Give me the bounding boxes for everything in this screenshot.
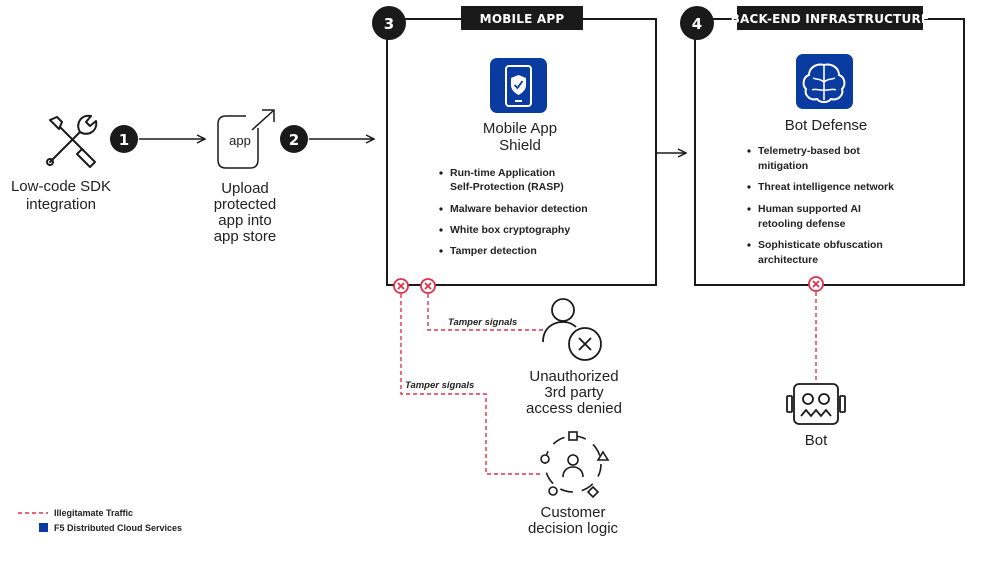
tamper-path-unauthorized <box>427 294 545 331</box>
upload-label-line3: app into <box>218 212 271 229</box>
user-denied-icon <box>542 298 602 361</box>
upload-label-line1: Upload <box>221 180 269 197</box>
backend-bullet-list: Telemetry-based bot mitigation Threat in… <box>747 145 894 266</box>
backend-header: BACK-END INFRASTRUCTURE <box>731 12 930 26</box>
tamper-signals-label-2: Tamper signals <box>405 380 474 391</box>
customer-label-line2: decision logic <box>528 520 619 537</box>
backend-bullet-4-line2: architecture <box>758 254 818 266</box>
unauthorized-label-line2: 3rd party <box>544 384 604 401</box>
legend-f5-label: F5 Distributed Cloud Services <box>54 523 182 533</box>
backend-bullet-1-line2: mitigation <box>758 160 808 172</box>
backend-bullet-3-line1: Human supported AI <box>758 203 861 215</box>
step-4-badge: 4 <box>680 6 714 40</box>
mobile-app-bullet-list: Run-time Application Self-Protection (RA… <box>439 167 588 257</box>
backend-header-tab <box>737 6 923 30</box>
backend-bullet-3-line2: retooling defense <box>758 218 846 230</box>
decision-cycle-icon <box>540 431 610 499</box>
backend-bullet-4-line1: Sophisticate obfuscation <box>758 239 883 251</box>
unauthorized-label-line1: Unauthorized <box>529 368 618 385</box>
legend: Illegitamate Traffic F5 Distributed Clou… <box>18 508 182 533</box>
tools-icon <box>46 114 98 168</box>
sdk-label-line2: integration <box>26 196 96 213</box>
unauthorized-label-line3: access denied <box>526 400 622 417</box>
upload-label-line4: app store <box>214 228 277 245</box>
blocked-x-icon <box>420 278 436 294</box>
legend-blue-square <box>39 523 48 532</box>
upload-label-line2: protected <box>214 196 277 213</box>
brain-icon <box>796 54 853 109</box>
blocked-x-icon <box>808 276 824 292</box>
step-2-badge: 2 <box>280 125 308 153</box>
step-1-badge: 1 <box>110 125 138 153</box>
mobile-app-title-line2: Shield <box>499 137 541 154</box>
mobile-bullet-2: Malware behavior detection <box>450 203 588 215</box>
tamper-path-customer <box>400 294 541 475</box>
step-2-number: 2 <box>289 131 299 149</box>
backend-bullet-1-line1: Telemetry-based bot <box>758 145 860 157</box>
tamper-signals-label-1: Tamper signals <box>448 317 517 328</box>
bot-label: Bot <box>805 432 828 449</box>
customer-label-line1: Customer <box>540 504 605 521</box>
mobile-bullet-1-line1: Run-time Application <box>450 167 555 179</box>
backend-bullet-2: Threat intelligence network <box>758 181 894 193</box>
bot-icon <box>786 383 846 425</box>
step-4-number: 4 <box>692 15 702 33</box>
app-icon-text: app <box>229 133 251 148</box>
mobile-bullet-3: White box cryptography <box>450 224 570 236</box>
app-upload-icon <box>217 109 275 169</box>
illegitimate-traffic-paths <box>400 292 817 475</box>
mobile-app-title-line1: Mobile App <box>483 120 557 137</box>
blocked-x-icon <box>393 278 409 294</box>
mobile-app-header: MOBILE APP <box>480 12 565 26</box>
mobile-app-header-tab <box>461 6 583 30</box>
sdk-label-line1: Low-code SDK <box>11 178 111 195</box>
backend-title: Bot Defense <box>785 117 868 134</box>
step-3-badge: 3 <box>372 6 406 40</box>
mobile-bullet-4: Tamper detection <box>450 245 537 257</box>
legend-illegitimate-label: Illegitamate Traffic <box>54 508 133 518</box>
step-3-number: 3 <box>384 15 394 33</box>
step-1-number: 1 <box>119 131 129 149</box>
shield-phone-icon <box>490 58 547 113</box>
mobile-bullet-1-line2: Self-Protection (RASP) <box>450 181 564 193</box>
